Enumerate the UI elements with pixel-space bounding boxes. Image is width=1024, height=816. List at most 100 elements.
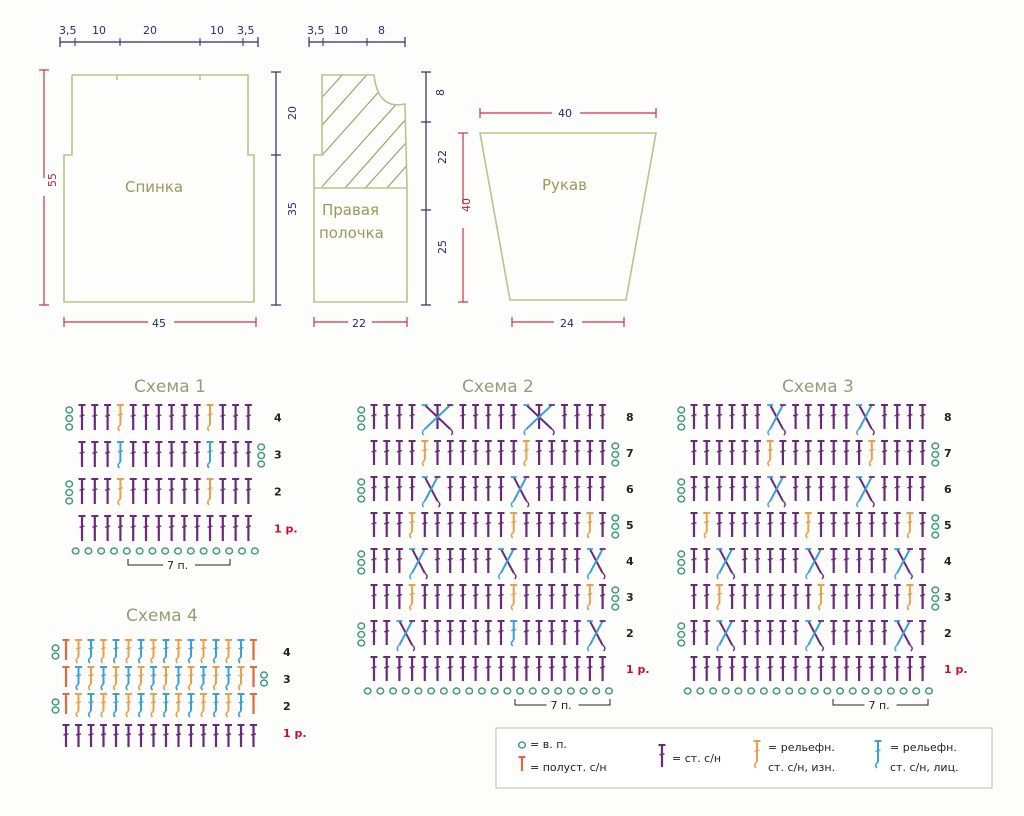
repeat-bracket-bg	[163, 558, 195, 571]
back-piece: Спинка 3,5 10 20 10 3,5	[36, 24, 299, 330]
dc-stitch	[586, 656, 594, 681]
cross-hook-a	[805, 572, 809, 580]
turning-chain	[931, 586, 940, 594]
dc-cross	[245, 451, 252, 454]
relief-cross	[175, 701, 182, 704]
foundation-chain	[173, 547, 183, 555]
legend-relief-back-text-1: = рельефн.	[768, 741, 835, 754]
dc-cross	[716, 413, 723, 417]
foundation-chain	[439, 687, 448, 695]
dc-cross	[434, 557, 441, 561]
turning-chain	[677, 639, 686, 647]
dc-cross	[792, 557, 799, 561]
relief-cross	[150, 701, 157, 704]
relief-stitch	[868, 440, 876, 467]
dc-cross	[919, 593, 926, 597]
cross-stitch-pair	[523, 404, 555, 436]
cross-hook-b	[602, 572, 606, 580]
relief-hook	[187, 710, 192, 718]
relief-cross	[200, 647, 207, 650]
dc-cross	[156, 414, 162, 417]
dc-cross	[869, 629, 875, 633]
dc-stitch	[741, 404, 749, 429]
relief-stitch	[87, 693, 95, 718]
dc-stitch	[383, 440, 391, 465]
dc-stitch	[129, 478, 137, 504]
relief-cross	[207, 487, 213, 490]
dc-stitch	[142, 404, 150, 430]
relief-hook	[212, 683, 217, 691]
dc-cross	[831, 557, 837, 561]
dc-stitch	[484, 476, 492, 501]
dc-stitch	[168, 404, 176, 430]
cross-hook-b	[909, 644, 913, 652]
row-number: 6	[626, 483, 634, 496]
dc-stitch	[586, 440, 594, 465]
dc-stitch	[395, 476, 403, 501]
dc-stitch	[168, 441, 176, 467]
dc-cross	[767, 665, 773, 669]
dc-stitch	[395, 404, 403, 429]
dc-cross	[422, 629, 428, 633]
dc-stitch	[370, 476, 378, 501]
relief-hook	[162, 656, 167, 664]
dc-cross	[856, 629, 862, 633]
relief-hook	[868, 459, 873, 467]
dc-stitch	[434, 584, 441, 609]
dc-stitch	[370, 404, 378, 429]
row-number: 2	[944, 627, 952, 640]
dc-cross	[92, 414, 98, 417]
dc-stitch	[573, 404, 581, 429]
dc-stitch	[830, 584, 838, 609]
foundation-chain	[734, 687, 743, 695]
dc-stitch	[690, 620, 698, 645]
relief-hook	[125, 683, 130, 691]
dc-cross	[704, 485, 710, 489]
dc-cross	[869, 593, 875, 597]
dc-cross	[587, 413, 593, 417]
cross-line-b	[807, 620, 822, 646]
dc-cross	[245, 488, 252, 491]
relief-stitch	[87, 666, 95, 691]
dc-stitch	[741, 620, 749, 645]
dc-cross	[485, 449, 491, 453]
turning-chain	[257, 460, 266, 468]
dc-stitch	[561, 620, 568, 645]
dc-cross	[498, 485, 504, 489]
back-dim-height: 55	[46, 173, 59, 187]
dc-stitch	[561, 548, 568, 573]
dc-cross	[536, 449, 542, 453]
relief-stitch	[162, 666, 170, 691]
dc-stitch	[535, 620, 543, 645]
cross-hook-b	[820, 572, 824, 580]
relief-stitch	[206, 441, 214, 469]
cross-hook-b	[449, 428, 454, 436]
dc-stitch	[408, 476, 416, 501]
relief-cross	[100, 701, 107, 704]
relief-hook	[100, 683, 105, 691]
dc-cross	[843, 593, 850, 597]
dc-cross	[472, 449, 479, 453]
cross-line-b	[718, 548, 733, 574]
row-number: 3	[274, 449, 282, 462]
relief-cross	[907, 592, 913, 596]
dc-stitch	[232, 404, 240, 430]
front-label-line2: полочка	[319, 224, 384, 242]
dc-cross	[396, 449, 403, 453]
dc-stitch	[766, 548, 774, 573]
relief-cross	[213, 701, 219, 704]
cross-hook-b	[820, 644, 824, 652]
dc-cross	[894, 593, 900, 597]
dc-stitch	[129, 515, 137, 541]
dc-cross	[805, 485, 811, 489]
dc-stitch	[561, 440, 568, 465]
dc-stitch	[855, 548, 863, 573]
dc-cross	[792, 593, 799, 597]
dc-cross	[881, 665, 888, 669]
dc-cross	[919, 521, 926, 525]
dc-cross	[754, 521, 761, 525]
half-dc-stitch	[62, 639, 70, 660]
cross-hook-b	[551, 428, 555, 436]
dc-cross	[780, 665, 786, 669]
cross-hook-b	[424, 572, 428, 580]
